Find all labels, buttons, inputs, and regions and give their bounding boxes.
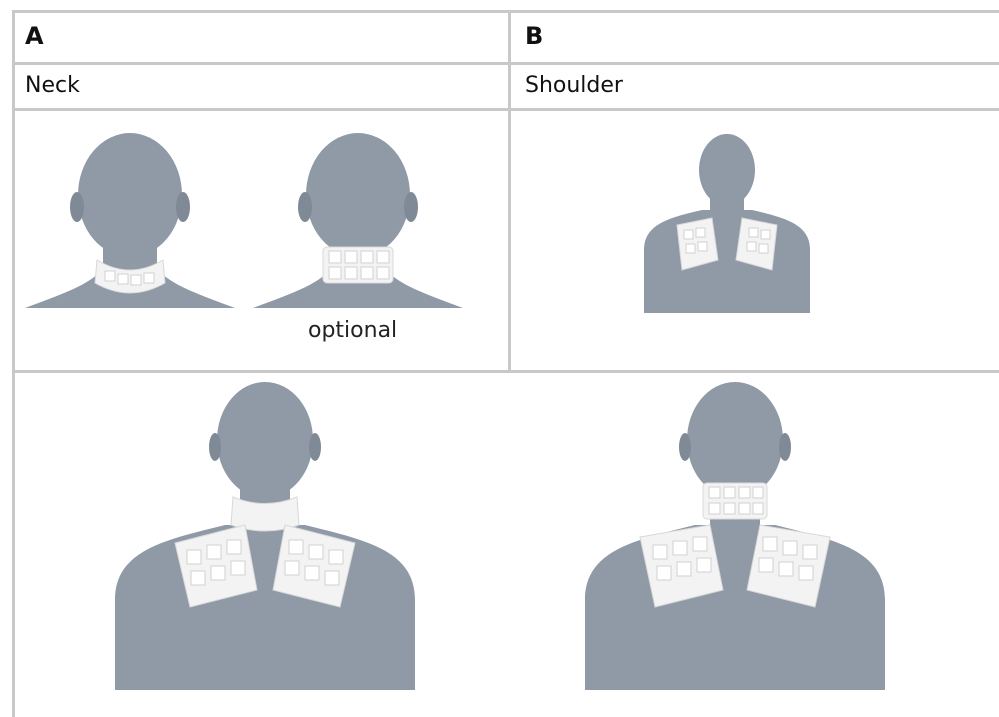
grid-row1 xyxy=(12,62,999,65)
column-b-label: Shoulder xyxy=(525,73,623,98)
optional-caption: optional xyxy=(308,318,397,343)
neck-shoulder-pad-back-figure xyxy=(585,385,885,690)
grid-mid xyxy=(508,10,511,372)
column-b-letter: B xyxy=(525,22,543,50)
grid-left xyxy=(12,10,15,717)
column-a-letter: A xyxy=(25,22,44,50)
column-a-label: Neck xyxy=(25,73,80,98)
grid-top xyxy=(12,10,999,13)
grid-row3 xyxy=(12,370,999,373)
neck-shoulder-pad-front-figure xyxy=(115,385,415,690)
grid-row2 xyxy=(12,108,999,111)
neck-pad-front-figure xyxy=(25,125,235,310)
neck-pad-back-figure xyxy=(253,125,463,310)
shoulder-pad-figure xyxy=(622,130,832,315)
